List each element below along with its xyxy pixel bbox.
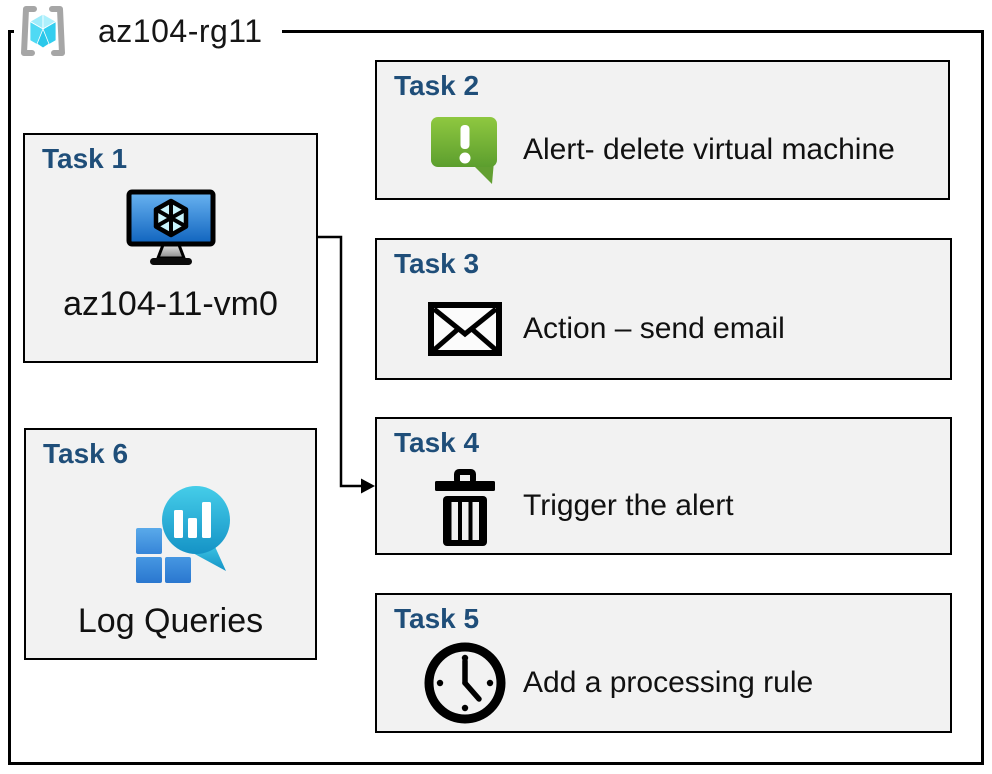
email-envelope-icon bbox=[428, 301, 502, 356]
task-5-label: Task 5 bbox=[394, 603, 480, 634]
task-4-box: Task 4 Trigger the alert bbox=[375, 417, 952, 555]
task-1-label: Task 1 bbox=[42, 143, 128, 174]
clock-icon bbox=[424, 642, 506, 724]
task-6-box: Task 6 bbox=[24, 428, 317, 660]
task-1-caption: az104-11-vm0 bbox=[63, 284, 278, 323]
resource-group-header: az104-rg11 bbox=[14, 2, 282, 60]
task-4-text: Trigger the alert bbox=[523, 488, 734, 522]
task-4-label: Task 4 bbox=[394, 427, 480, 458]
task-3-text: Action – send email bbox=[523, 311, 785, 345]
resource-group-frame bbox=[8, 30, 984, 765]
alert-message-icon bbox=[431, 116, 497, 184]
task-3-label: Task 3 bbox=[394, 248, 480, 279]
cube bbox=[29, 13, 57, 49]
resource-group-title: az104-rg11 bbox=[98, 12, 263, 49]
task-6-caption: Log Queries bbox=[77, 601, 264, 640]
task-1-box: Task 1 bbox=[23, 133, 318, 363]
task-3-box: Task 3 Action – send email bbox=[375, 238, 952, 380]
log-analytics-icon bbox=[135, 485, 230, 583]
task-5-text: Add a processing rule bbox=[523, 665, 814, 699]
task-6-label: Task 6 bbox=[43, 438, 129, 469]
task-5-box: Task 5 Add a processing rule bbox=[375, 593, 952, 733]
task-2-label: Task 2 bbox=[394, 70, 480, 101]
resource-group-icon bbox=[21, 6, 65, 56]
task-2-box: Task 2 Alert- delete virtual machine bbox=[375, 60, 950, 200]
virtual-machine-icon bbox=[126, 189, 215, 265]
task-2-text: Alert- delete virtual machine bbox=[523, 132, 895, 166]
left-bracket bbox=[21, 6, 37, 56]
trash-icon bbox=[435, 468, 495, 546]
right-bracket bbox=[49, 6, 65, 56]
